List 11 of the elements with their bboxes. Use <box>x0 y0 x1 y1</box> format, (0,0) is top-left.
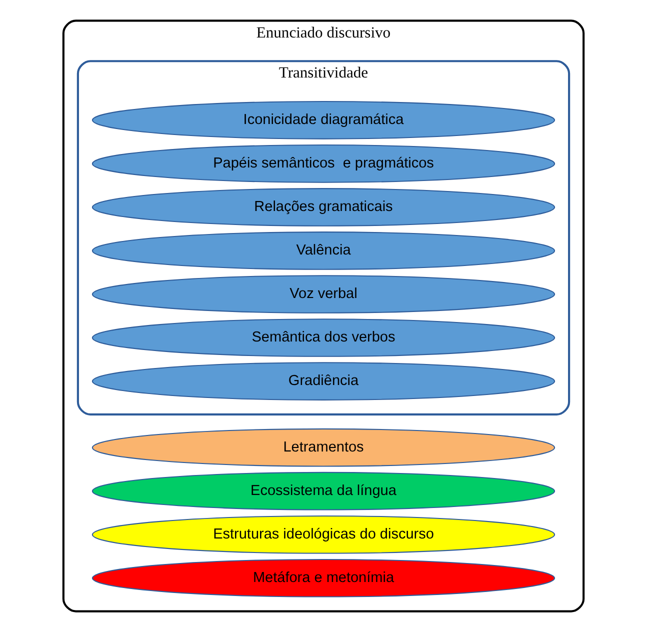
node-ellipse: Relações gramaticais <box>91 188 555 226</box>
node-ellipse: Estruturas ideológicas do discurso <box>91 515 555 554</box>
node-ellipse: Metáfora e metonímia <box>91 558 555 598</box>
node-ellipse: Letramentos <box>91 428 555 467</box>
node-ellipse: Iconicidade diagramática <box>91 101 555 140</box>
node-ellipse: Gradiência <box>91 362 555 400</box>
node-ellipse: Ecossistema da língua <box>91 472 555 510</box>
node-ellipse: Semântica dos verbos <box>91 318 555 357</box>
node-ellipse: Voz verbal <box>91 275 555 314</box>
node-ellipse: Papéis semânticos e pragmáticos <box>91 144 555 183</box>
node-ellipse: Valência <box>91 232 555 270</box>
